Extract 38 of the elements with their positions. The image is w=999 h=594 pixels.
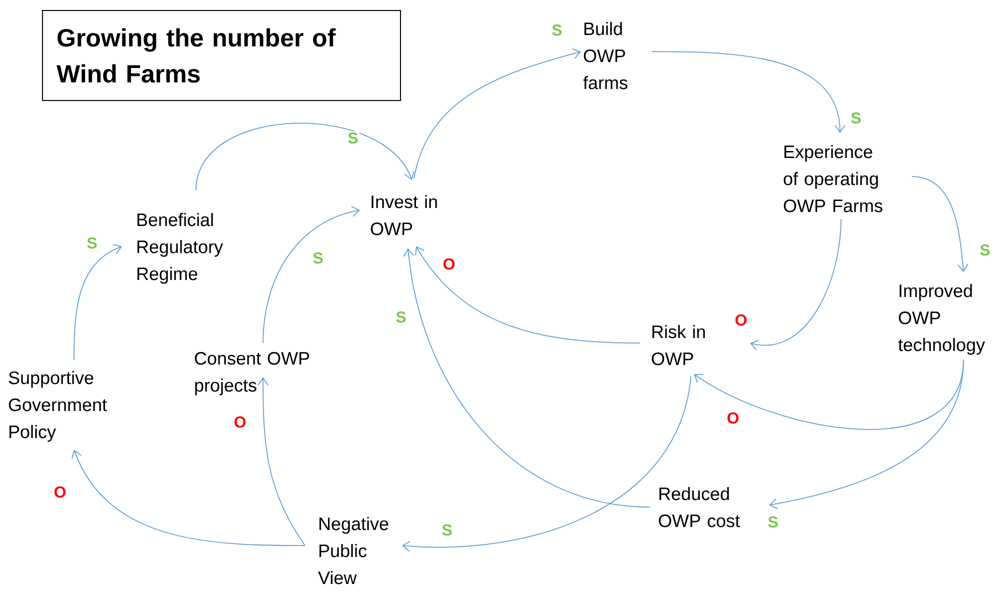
node-text: Build OWP farms [583,22,628,90]
edge-label: S [394,310,408,324]
arrow [262,206,360,344]
edge-label: S [850,111,862,125]
node-text: Consent OWP projects [194,352,310,396]
title-box: Growing the number of Wind Farms [42,10,401,101]
edge-label: S [440,523,454,537]
arrow [196,122,414,190]
edge-label: S [346,131,360,145]
node-text: Negative Public View [318,516,388,584]
arrow [414,48,581,178]
edge-label: S [550,23,564,37]
arrow [750,218,842,350]
arrow [415,246,640,344]
edge-label: O [442,257,456,271]
arrow [403,248,650,508]
edge-label: O [734,313,748,327]
arrow [74,244,122,360]
edge-label: S [978,243,992,257]
arrow [652,51,846,133]
arrow [912,176,968,272]
arrow [402,376,692,552]
arrow [769,359,964,510]
node-text: Reduced OWP cost [658,486,740,528]
node-text: Invest in OWP [370,194,437,236]
edge-label: S [86,236,98,250]
node-text: Beneficial Regulatory Regime [137,212,223,284]
arrow [72,450,306,546]
edge-label: O [232,415,248,429]
edge-label: O [52,485,68,499]
node-text: Experience of operating OWP Farms [784,144,882,212]
edge-label: S [312,251,324,265]
node-text: Risk in OWP [652,324,705,366]
node-text: Improved OWP technology [898,284,986,355]
edge-label: S [766,515,780,529]
arrow [258,377,306,546]
node-text: Supportive Government Policy [8,370,107,442]
edge-label: O [726,411,740,425]
